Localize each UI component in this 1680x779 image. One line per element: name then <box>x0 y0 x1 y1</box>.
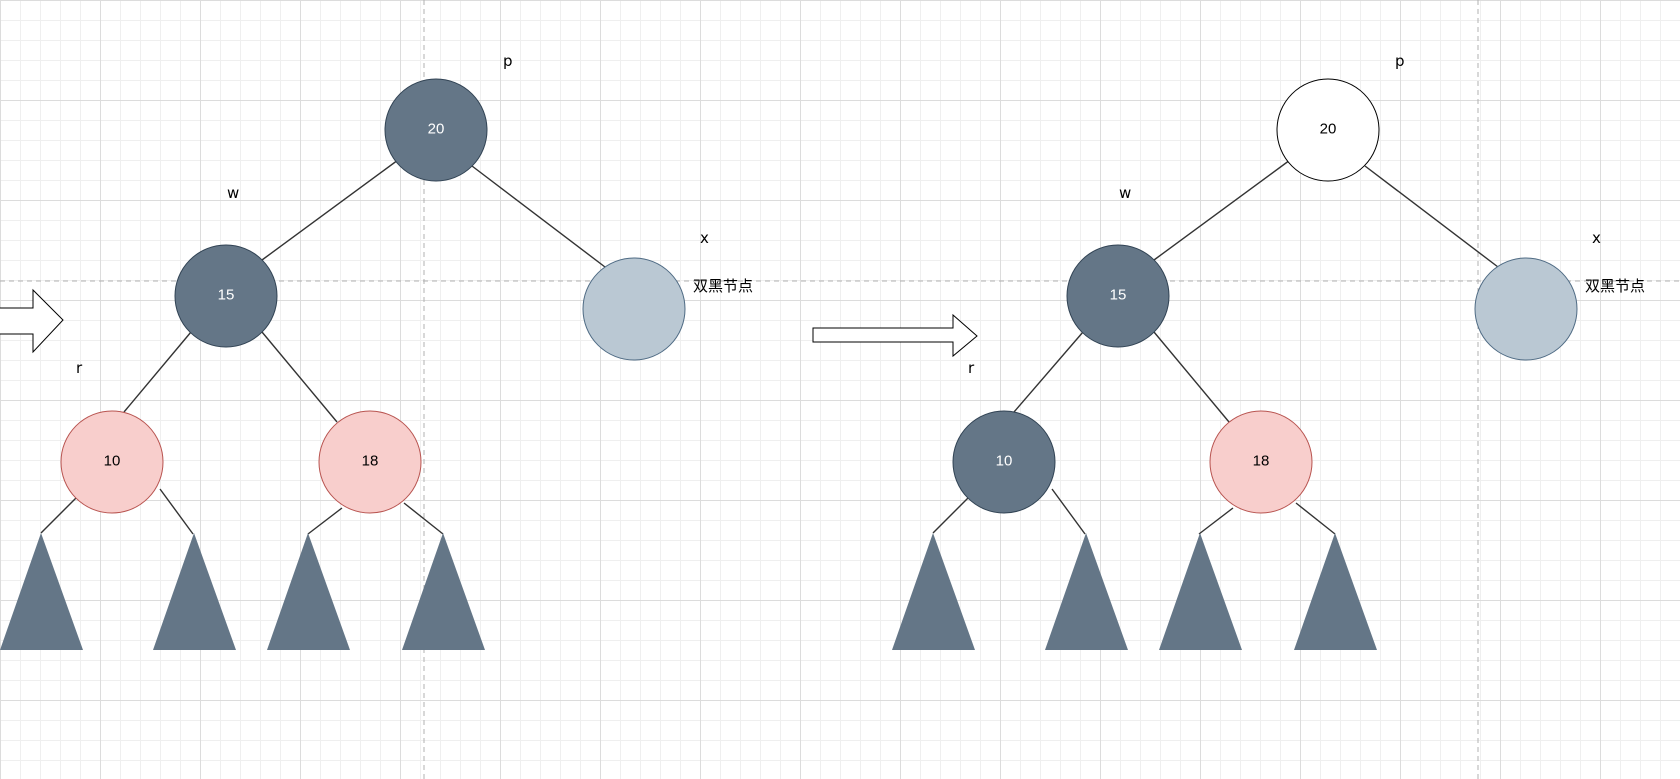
node-10-label: 10 <box>996 453 1013 470</box>
node-18-label: 18 <box>1253 453 1270 470</box>
label-w: w <box>227 184 239 202</box>
label-w: w <box>1119 184 1131 202</box>
node-10 <box>60 410 164 514</box>
after-edges <box>932 159 1499 535</box>
label-x: x <box>700 229 709 247</box>
subtree-triangle <box>1159 533 1242 650</box>
node-10-label: 10 <box>104 453 121 470</box>
node-20 <box>384 78 488 182</box>
edge-15-18 <box>261 331 338 423</box>
edge-10-right <box>159 488 194 535</box>
subtree-triangle <box>1294 533 1377 650</box>
node-15 <box>174 244 278 348</box>
before-subtrees <box>0 533 485 650</box>
edge-15-18 <box>1153 331 1230 423</box>
node-15-label: 15 <box>218 287 235 304</box>
subtree-triangle <box>402 533 485 650</box>
node-15-label: 15 <box>1110 287 1127 304</box>
edge-15-10 <box>1013 331 1084 413</box>
label-r: r <box>968 359 975 377</box>
edge-10-left <box>40 497 77 534</box>
node-20 <box>1276 78 1380 182</box>
before-diagram: 20 15 10 18 p w x 双黑节点 r <box>0 52 753 650</box>
subtree-triangle <box>892 533 975 650</box>
edge-18-left <box>1198 507 1234 535</box>
label-double-black: 双黑节点 <box>1585 277 1645 295</box>
label-double-black: 双黑节点 <box>693 277 753 295</box>
edge-18-right <box>1295 502 1336 535</box>
node-15 <box>1066 244 1170 348</box>
arrow-icon-partial <box>0 288 64 354</box>
after-subtrees <box>892 533 1377 650</box>
edge-20-15 <box>261 159 399 261</box>
edge-20-x <box>471 165 606 268</box>
label-r: r <box>76 359 83 377</box>
node-10 <box>952 410 1056 514</box>
node-18 <box>318 410 422 514</box>
subtree-triangle <box>1045 533 1128 650</box>
node-20-label: 20 <box>428 121 445 138</box>
edge-20-x <box>1364 165 1499 268</box>
subtree-triangle <box>267 533 350 650</box>
label-p: p <box>503 52 513 70</box>
node-x-double-black <box>1474 257 1578 361</box>
node-20-label: 20 <box>1320 121 1337 138</box>
edge-18-right <box>403 502 444 535</box>
edge-10-right <box>1051 488 1086 535</box>
before-edges <box>40 159 606 535</box>
subtree-triangle <box>0 533 83 650</box>
edge-10-left <box>932 497 969 534</box>
node-x-double-black <box>582 257 686 361</box>
after-diagram: 20 15 10 18 p w x 双黑节点 r <box>892 52 1645 650</box>
node-18 <box>1209 410 1313 514</box>
label-p: p <box>1395 52 1405 70</box>
edge-15-10 <box>123 331 192 413</box>
edge-20-15 <box>1153 159 1291 261</box>
label-x: x <box>1592 229 1601 247</box>
node-18-label: 18 <box>362 453 379 470</box>
arrow-right-icon <box>812 313 978 358</box>
subtree-triangle <box>153 533 236 650</box>
edge-18-left <box>307 507 343 535</box>
